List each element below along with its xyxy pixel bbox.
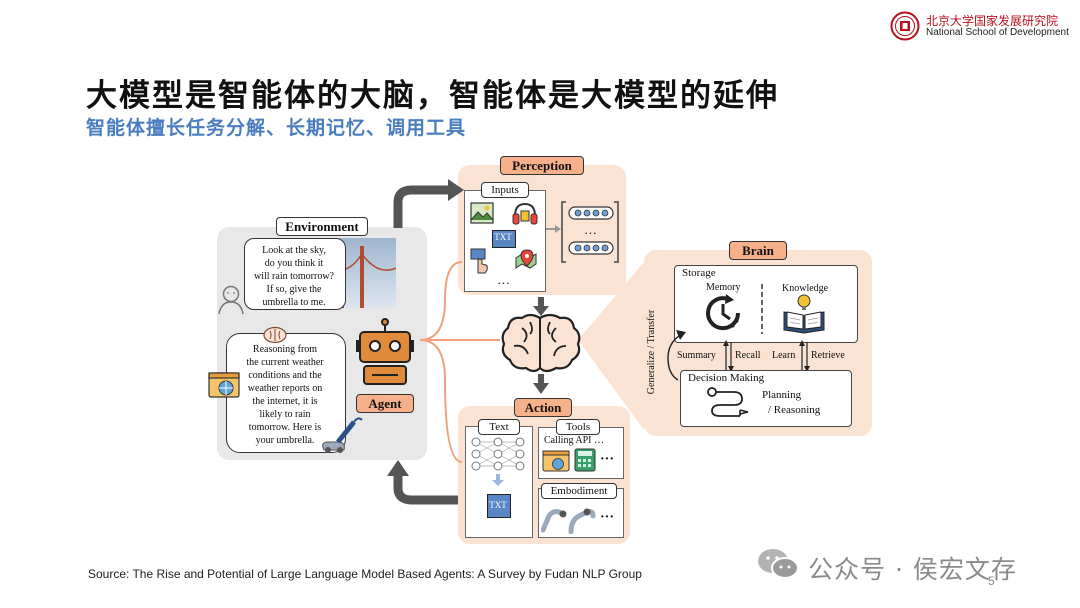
reply-line-8: your umbrella. — [255, 435, 315, 446]
planning-path-icon — [707, 387, 749, 417]
recall-label: Recall — [735, 350, 761, 361]
question-line-5: umbrella to me. — [262, 297, 326, 308]
embodiment-ellipsis: ··· — [600, 510, 615, 525]
divider-line — [761, 284, 763, 334]
watermark: 公众号 · 侯宏文存 — [808, 555, 1017, 584]
memory-clock-icon — [706, 294, 741, 331]
decision-box — [680, 370, 852, 427]
source-citation: Source: The Rise and Potential of Large … — [88, 567, 642, 581]
reply-line-7: tomorrow. Here is — [248, 422, 322, 433]
text-label: Text — [478, 419, 520, 435]
calculator-icon — [574, 448, 596, 472]
generalize-arrow — [667, 330, 686, 381]
perception-label: Perception — [500, 156, 584, 175]
knowledge-book-icon — [783, 294, 825, 334]
txt-input-label: TXT — [494, 232, 512, 242]
inputs-ellipsis: … — [497, 272, 510, 287]
reply-line-6: likely to rain — [259, 409, 311, 420]
memory-flow-arrows — [723, 340, 810, 372]
agent-label: Agent — [356, 394, 414, 413]
reply-line-3: conditions and the — [248, 370, 322, 381]
planning-label: Planning — [762, 389, 802, 401]
summary-label: Summary — [677, 350, 716, 361]
down-arrow-icon — [492, 474, 504, 486]
reasoning-label: / Reasoning — [768, 404, 821, 416]
question-line-4: If so, give the — [266, 284, 322, 295]
knowledge-label: Knowledge — [782, 283, 829, 294]
embodiment-label: Embodiment — [541, 483, 617, 499]
person-icon — [218, 285, 244, 315]
audio-input-icon — [512, 202, 538, 225]
page-title: 大模型是智能体的大脑，智能体是大模型的延伸 — [86, 78, 779, 114]
robot-arm-icon — [541, 508, 596, 534]
question-bubble — [244, 238, 346, 310]
agent-robot-icon — [356, 318, 414, 385]
reasoning-brain-icon — [263, 326, 287, 344]
reply-line-1: Reasoning from — [252, 344, 318, 355]
page-number: 5 — [988, 574, 995, 588]
web-browser-icon — [208, 372, 240, 398]
brain-label: Brain — [729, 241, 787, 260]
brain-icon — [501, 313, 581, 373]
logo-cn: 北京大学国家发展研究院 — [926, 14, 1059, 28]
wechat-icon — [758, 549, 799, 579]
web-tool-icon — [542, 450, 570, 472]
question-line-3: will rain tomorrow? — [254, 271, 334, 282]
image-input-icon — [470, 202, 494, 224]
tools-label: Tools — [556, 419, 600, 435]
question-line-1: Look at the sky, — [262, 245, 326, 256]
tools-ellipsis: ··· — [600, 452, 615, 467]
action-label: Action — [514, 398, 572, 417]
location-input-icon — [515, 249, 537, 269]
memory-label: Memory — [706, 282, 741, 293]
inputs-label: Inputs — [481, 182, 529, 198]
umbrella-robot-icon — [322, 417, 363, 453]
storage-label: Storage — [682, 267, 716, 279]
logo: 北京大学国家发展研究院 National School of Developme… — [890, 11, 1069, 43]
question-line-2: do you think it — [264, 258, 324, 269]
environment-label: Environment — [276, 217, 368, 236]
txt-output-label: TXT — [489, 500, 507, 510]
reply-line-4: weather reports on — [247, 383, 323, 394]
decision-label: Decision Making — [688, 372, 765, 384]
learn-label: Learn — [772, 350, 796, 361]
reply-line-5: the internet, it is — [252, 396, 318, 407]
txt-input-icon — [492, 230, 516, 248]
neural-network-icon — [471, 437, 525, 471]
page-subtitle: 智能体擅长任务分解、长期记忆、调用工具 — [86, 117, 467, 139]
reply-line-2: the current weather — [246, 357, 324, 368]
seal-icon — [890, 11, 920, 41]
calling-api-label: Calling API … — [544, 435, 605, 446]
feature-vector-icon — [568, 206, 614, 255]
logo-en: National School of Development — [926, 27, 1069, 38]
retrieve-label: Retrieve — [811, 350, 845, 361]
txt-output-icon — [487, 494, 511, 518]
touch-input-icon — [470, 248, 488, 274]
storage-box — [674, 265, 858, 343]
generalize-label: Generalize / Transfer — [646, 309, 657, 395]
feature-ellipsis: … — [584, 222, 597, 237]
